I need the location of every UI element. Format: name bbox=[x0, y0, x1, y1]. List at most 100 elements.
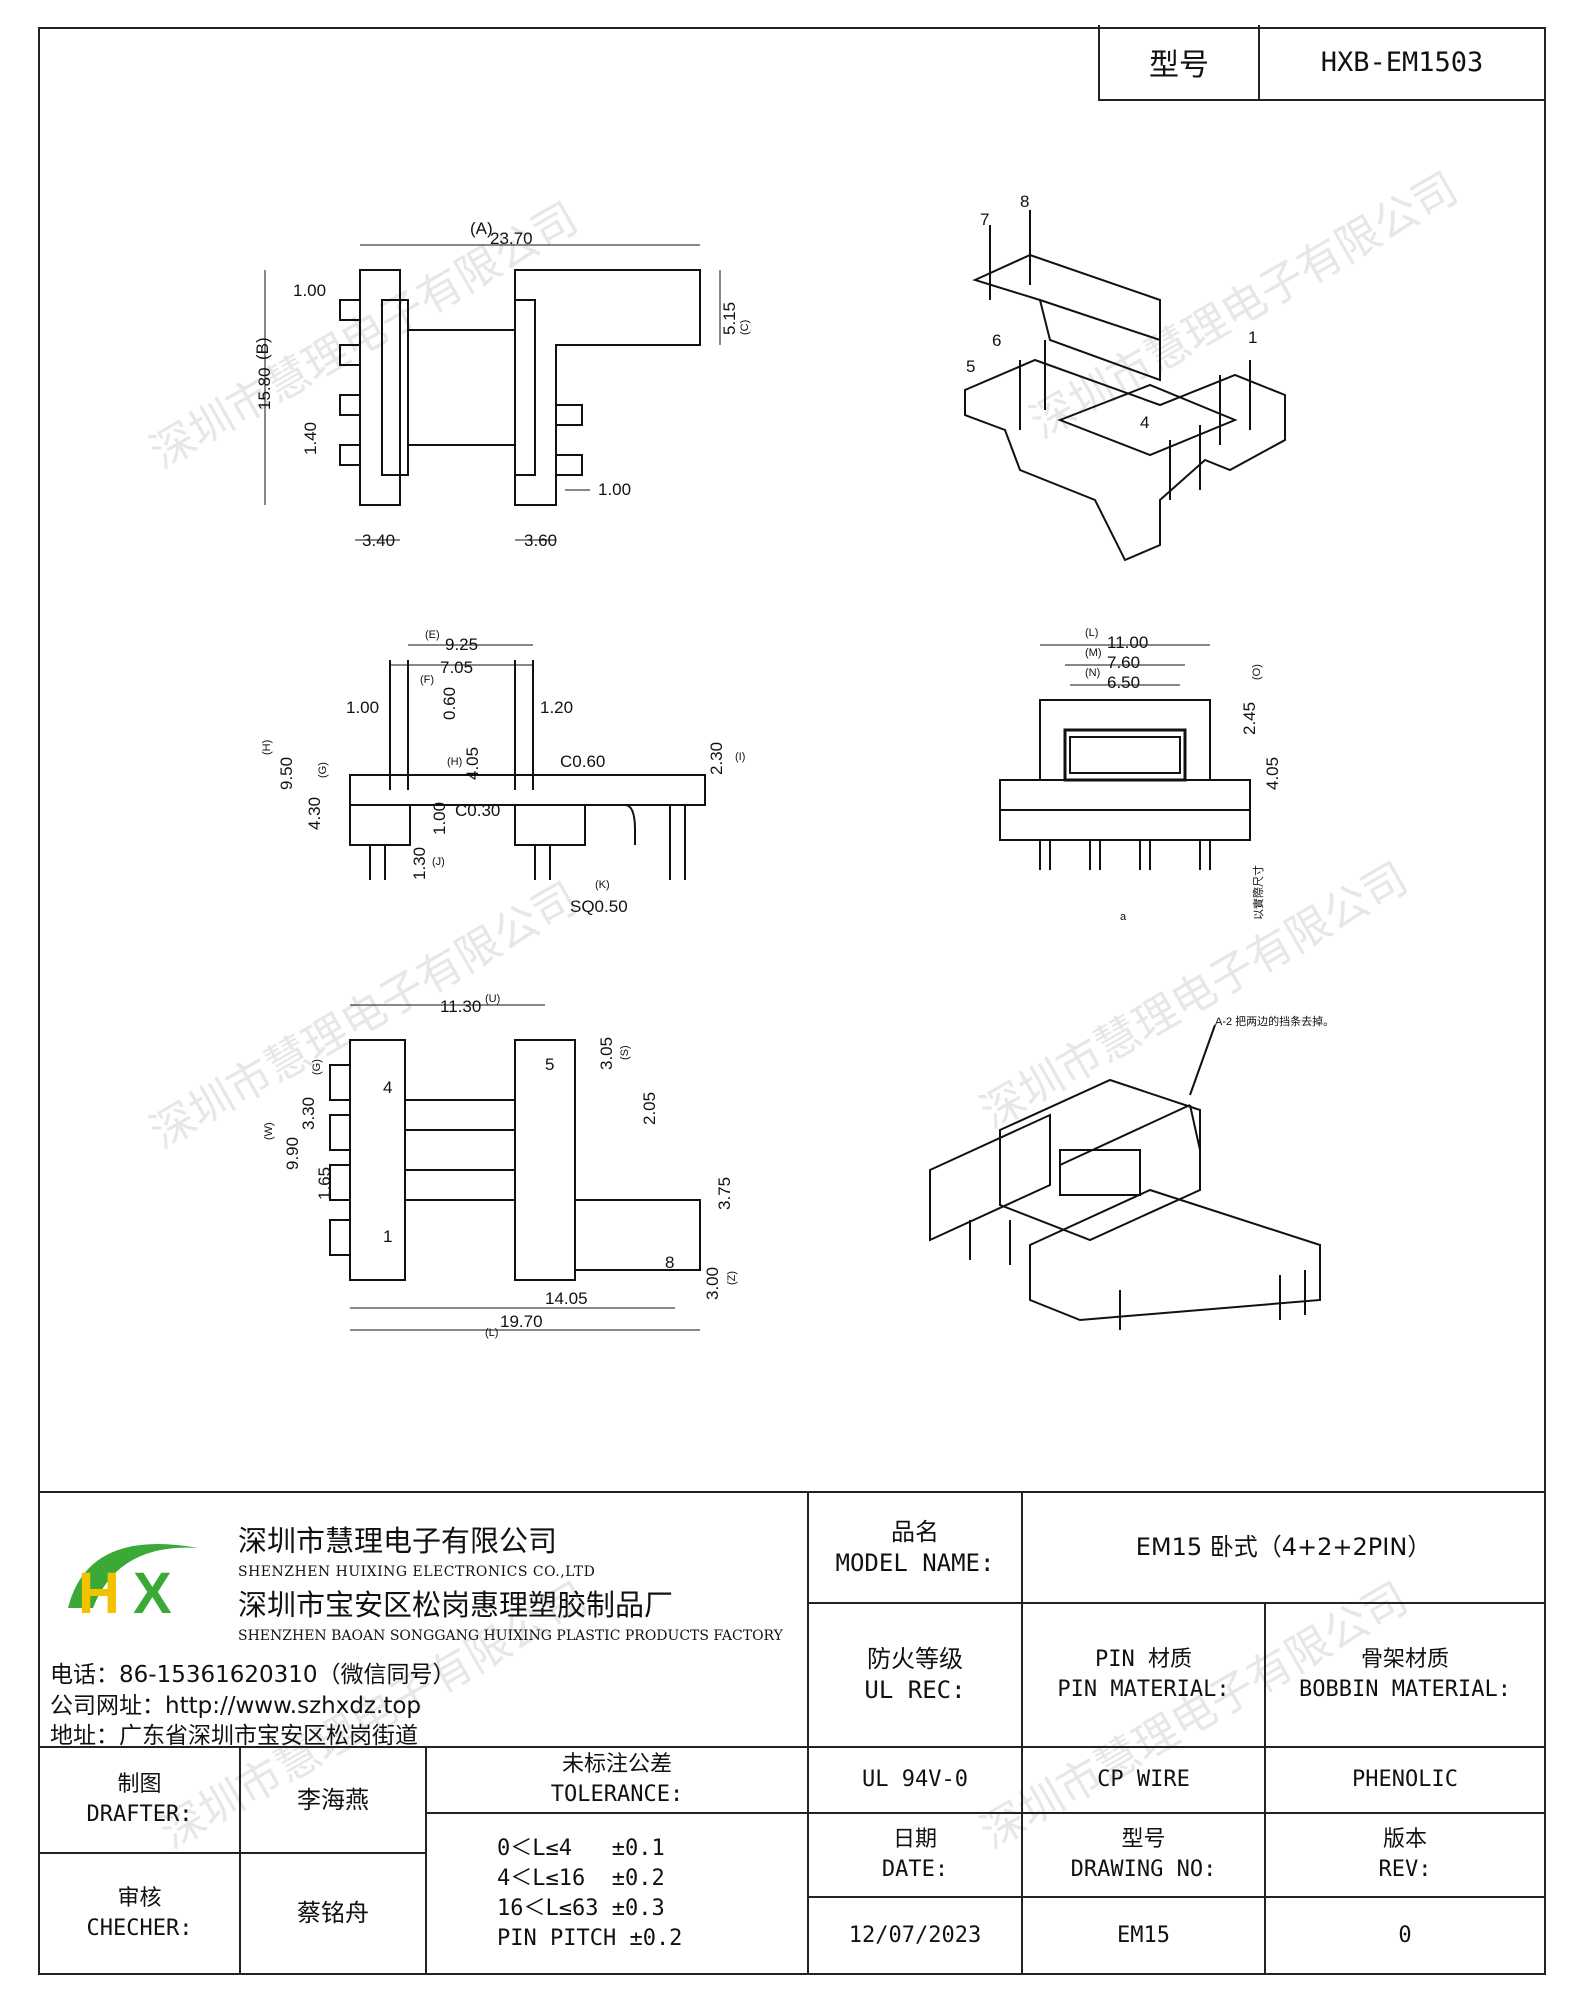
dim-i-value: 2.30 bbox=[707, 742, 726, 775]
checker-label: 审核 CHECHER: bbox=[38, 1854, 241, 1975]
date-value: 12/07/2023 bbox=[809, 1898, 1023, 1975]
dim-a-label: (A) bbox=[470, 219, 493, 238]
bobbin-material-cn: 骨架材质 bbox=[1360, 1647, 1449, 1672]
dim-b-value: 15.80 bbox=[255, 367, 274, 410]
company-website: 公司网址：http://www.szhxdz.top bbox=[50, 1693, 422, 1719]
ul-cn: 防火等级 bbox=[867, 1645, 963, 1673]
model-name-label: 品名 MODEL NAME: bbox=[809, 1491, 1023, 1604]
pin-material-cn: PIN 材质 bbox=[1095, 1647, 1192, 1672]
pin-material-label: PIN 材质 PIN MATERIAL: bbox=[1023, 1604, 1266, 1748]
iso2-note: A-2 把两边的挡条去掉。 bbox=[1215, 1014, 1334, 1028]
dim-1405: 14.05 bbox=[545, 1289, 588, 1308]
dim-165: 1.65 bbox=[315, 1167, 334, 1200]
bottom-pin-1: 1 bbox=[383, 1227, 392, 1246]
pin-5: 5 bbox=[966, 357, 975, 376]
factory-name-cn: 深圳市宝安区松岗惠理塑胶制品厂 bbox=[238, 1588, 674, 1622]
pin-6: 6 bbox=[992, 331, 1001, 350]
dim-v100: 1.00 bbox=[430, 802, 449, 835]
view-side-section bbox=[999, 644, 1251, 870]
tolerance-label: 未标注公差 TOLERANCE: bbox=[427, 1748, 809, 1814]
tolerance-en: TOLERANCE: bbox=[550, 1782, 684, 1807]
drafter-name: 李海燕 bbox=[241, 1748, 427, 1854]
dim-g-label: (G) bbox=[317, 762, 329, 778]
dim-h-value: 9.50 bbox=[277, 757, 296, 790]
dim-s-value: 3.05 bbox=[597, 1037, 616, 1070]
model-label: 型号 bbox=[1100, 25, 1260, 99]
flange-left-inner bbox=[381, 299, 409, 476]
dim-n-label: (N) bbox=[1085, 667, 1100, 679]
flange-left bbox=[359, 269, 401, 506]
ul-label: 防火等级 UL REC: bbox=[809, 1604, 1023, 1748]
model-value: HXB-EM1503 bbox=[1320, 46, 1484, 78]
view-front bbox=[349, 644, 706, 880]
model-name-value: EM15 卧式（4+2+2PIN） bbox=[1023, 1491, 1546, 1604]
dim-c060: C0.60 bbox=[560, 752, 605, 771]
tolerance-line: 4＜L≤16 ±0.2 bbox=[497, 1865, 665, 1891]
view-isometric-1 bbox=[964, 210, 1286, 562]
dim-right-small: 1.00 bbox=[598, 480, 631, 499]
dim-405: 4.05 bbox=[463, 747, 482, 780]
dim-i-label: (I) bbox=[735, 751, 745, 763]
drafter-cn: 制图 bbox=[117, 1772, 162, 1797]
bottom-pin-5: 5 bbox=[545, 1055, 554, 1074]
dim-bottom-right: 3.60 bbox=[524, 531, 557, 550]
dim-l-label: (L) bbox=[1085, 627, 1098, 639]
dim-c-label: (C) bbox=[739, 320, 751, 335]
title-block: H X 深圳市慧理电子有限公司 SHENZHEN HUIXING ELECTRO… bbox=[38, 1491, 1546, 1975]
dim-ll-label: (L) bbox=[485, 1327, 498, 1339]
dim-m-label: (M) bbox=[1085, 647, 1102, 659]
date-en: DATE: bbox=[881, 1857, 949, 1882]
dim-n-value: 6.50 bbox=[1107, 673, 1140, 692]
view-bottom bbox=[329, 1004, 701, 1331]
checker-en: CHECHER: bbox=[86, 1915, 193, 1941]
checker-cn: 审核 bbox=[117, 1885, 162, 1911]
dim-k-label: (K) bbox=[595, 879, 610, 891]
dim-o-label: (O) bbox=[1251, 664, 1263, 680]
drafter-en: DRAFTER: bbox=[86, 1802, 193, 1827]
drawing-no-label: 型号 DRAWING NO: bbox=[1023, 1814, 1266, 1898]
company-address: 地址：广东省深圳市宝安区松岗街道 bbox=[50, 1723, 418, 1749]
dim-k-value: SQ0.50 bbox=[570, 897, 628, 916]
dim-300: 3.00 bbox=[703, 1267, 722, 1300]
pin-4: 4 bbox=[1140, 413, 1149, 432]
dim-j-value: 1.30 bbox=[410, 847, 429, 880]
dim-u-label: (U) bbox=[485, 993, 500, 1005]
side-note: 以實際尺寸 bbox=[1251, 865, 1265, 920]
dim-w-value: 9.90 bbox=[283, 1137, 302, 1170]
dim-t-value: 2.05 bbox=[640, 1092, 659, 1125]
tolerance-line: 0＜L≤4 ±0.1 bbox=[497, 1835, 665, 1861]
pin-material-value: CP WIRE bbox=[1023, 1748, 1266, 1814]
drawing-no-value: EM15 bbox=[1023, 1898, 1266, 1975]
bobbin-material-value: PHENOLIC bbox=[1266, 1748, 1546, 1814]
ul-value: UL 94V-0 bbox=[809, 1748, 1023, 1814]
company-info: H X 深圳市慧理电子有限公司 SHENZHEN HUIXING ELECTRO… bbox=[38, 1491, 809, 1749]
technical-drawings: (A) 23.70 1.00 (B) 15.80 5.15 (C) 1.40 1… bbox=[253, 192, 1334, 1339]
dim-3-label: (G) bbox=[311, 1059, 323, 1075]
ul-en: UL REC: bbox=[864, 1676, 966, 1704]
dim-f-value: 7.05 bbox=[440, 658, 473, 677]
tolerance-line: PIN PITCH ±0.2 bbox=[497, 1925, 683, 1951]
dim-right-120: 1.20 bbox=[540, 698, 573, 717]
foot-mark: a bbox=[1120, 911, 1127, 923]
rev-value: 0 bbox=[1266, 1898, 1546, 1975]
dim-a-value: 23.70 bbox=[490, 229, 533, 248]
tolerance-values: 0＜L≤4 ±0.1 4＜L≤16 ±0.2 16＜L≤63 ±0.3 PIN … bbox=[427, 1814, 809, 1975]
dim-c030: C0.30 bbox=[455, 801, 500, 820]
bobbin-material-label: 骨架材质 BOBBIN MATERIAL: bbox=[1266, 1604, 1546, 1748]
dim-pitch: 1.40 bbox=[301, 422, 320, 455]
dim-left-100: 1.00 bbox=[346, 698, 379, 717]
model-header-box: 型号 HXB-EM1503 bbox=[1098, 25, 1544, 101]
rev-label: 版本 REV: bbox=[1266, 1814, 1546, 1898]
dim-h2-label: (H) bbox=[447, 756, 462, 768]
view-isometric-2 bbox=[929, 1024, 1321, 1330]
factory-name-en: SHENZHEN BAOAN SONGGANG HUIXING PLASTIC … bbox=[238, 1628, 783, 1644]
view-top bbox=[264, 244, 721, 541]
dim-e-label: (E) bbox=[425, 629, 440, 641]
dim-o-value: 2.45 bbox=[1240, 702, 1259, 735]
pin-7: 7 bbox=[980, 210, 989, 229]
bobbin-material-en: BOBBIN MATERIAL: bbox=[1299, 1677, 1511, 1702]
bottom-pin-4: 4 bbox=[383, 1078, 392, 1097]
dim-g-value: 4.30 bbox=[305, 797, 324, 830]
company-phone: 电话：86-15361620310（微信同号） bbox=[50, 1662, 456, 1688]
company-name-cn: 深圳市慧理电子有限公司 bbox=[238, 1524, 558, 1558]
